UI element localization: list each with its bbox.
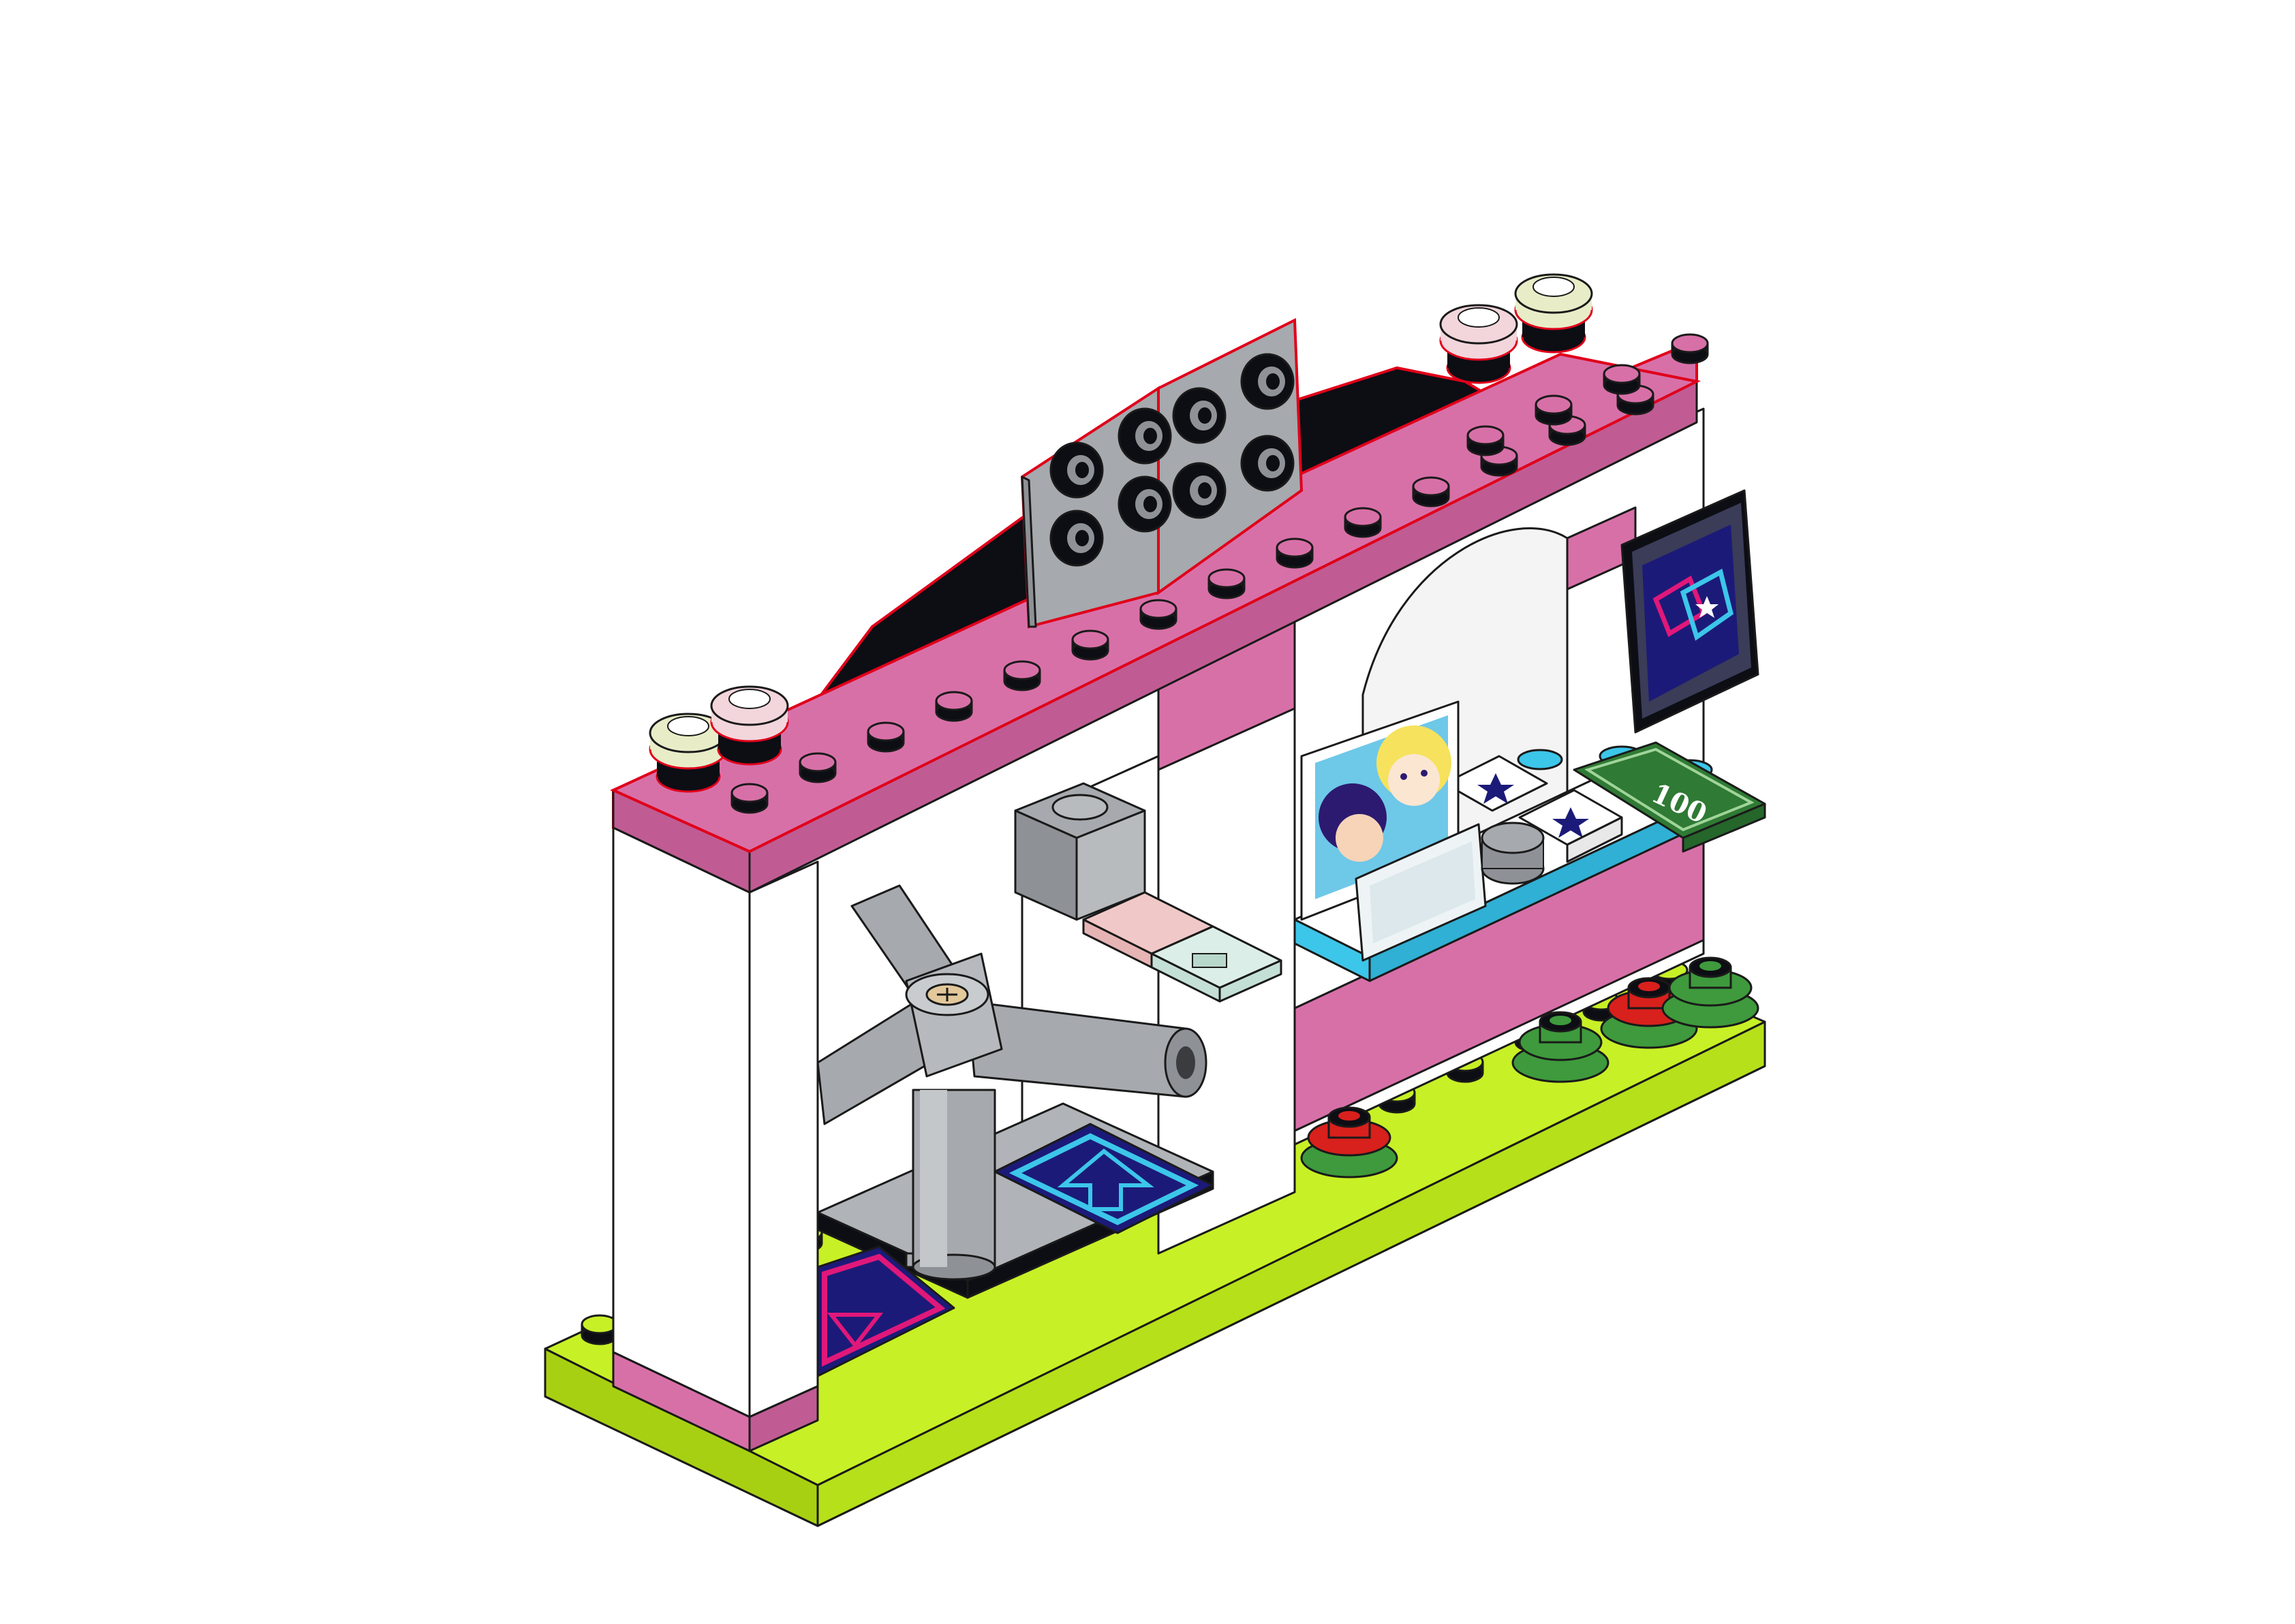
stud-icon xyxy=(1466,425,1505,456)
stud-icon xyxy=(581,1314,619,1345)
flower-icon xyxy=(1661,956,1759,1029)
left-white-pillar xyxy=(612,826,819,1452)
star-tile-icon xyxy=(1443,755,1623,863)
stud-icon xyxy=(1139,599,1177,630)
round-light-icon xyxy=(1439,304,1518,384)
speaker-stud-icon xyxy=(1240,435,1295,492)
rotor-arms xyxy=(816,884,1207,1125)
gray-round-tile xyxy=(1481,822,1545,885)
stud-icon xyxy=(1344,507,1382,538)
transparent-tiles xyxy=(1082,891,1282,1003)
speaker-stud-icon xyxy=(1049,510,1104,567)
rotor-pole xyxy=(905,1089,996,1281)
flower-icon xyxy=(1300,1106,1398,1178)
stud-icon xyxy=(1207,568,1246,599)
stud-icon xyxy=(1071,629,1109,661)
speaker-stud-icon xyxy=(1172,387,1227,444)
stud-icon xyxy=(1276,537,1314,569)
poster-icon xyxy=(1620,489,1759,734)
stud-icon xyxy=(730,783,769,814)
stud-icon xyxy=(1671,333,1709,364)
stud-icon xyxy=(1003,660,1041,691)
speaker-stud-icon xyxy=(1118,475,1172,533)
stud-icon xyxy=(1603,364,1641,395)
speaker-plate-studs xyxy=(1049,353,1295,567)
speaker-stud-icon xyxy=(1240,353,1295,410)
speaker-stud-icon xyxy=(1172,462,1227,519)
speaker-stud-icon xyxy=(1118,407,1172,465)
round-light-plates xyxy=(649,273,1593,793)
stud-icon xyxy=(935,691,973,722)
arrow-down-tile-icon xyxy=(816,1245,955,1377)
stud-icon xyxy=(799,752,837,783)
banknote-tile: 100 xyxy=(1573,741,1766,853)
flower-icon xyxy=(1300,956,1759,1178)
arrow-up-tile-icon xyxy=(994,1123,1214,1234)
screen-icon xyxy=(1355,823,1487,962)
stud-icon xyxy=(867,721,905,753)
gray-brick xyxy=(1014,782,1146,921)
round-light-icon xyxy=(710,685,789,766)
round-light-icon xyxy=(1514,273,1593,354)
flower-icon xyxy=(1511,1011,1609,1083)
speaker-stud-icon xyxy=(1049,441,1104,499)
stud-icon xyxy=(1412,476,1450,507)
round-light-icon xyxy=(649,713,728,793)
pink-beam-studs xyxy=(730,333,1709,814)
stud-icon xyxy=(1535,394,1573,426)
